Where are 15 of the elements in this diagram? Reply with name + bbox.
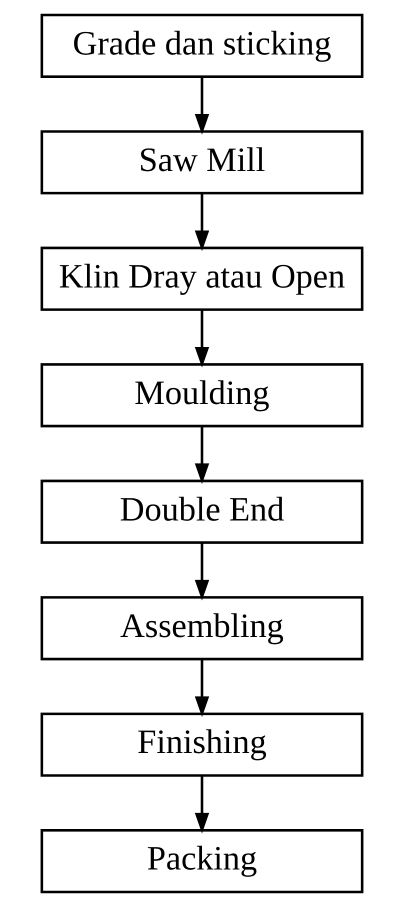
arrow: [194, 77, 210, 135]
node-box: Double End: [40, 480, 364, 544]
node-box: Assembling: [40, 596, 364, 660]
arrow: [194, 426, 210, 484]
node-box: Saw Mill: [40, 130, 364, 194]
arrow: [194, 310, 210, 368]
arrow: [194, 776, 210, 834]
node-box: Packing: [40, 829, 364, 894]
node-box: Finishing: [40, 712, 364, 777]
node-box: Moulding: [40, 363, 364, 428]
arrow: [194, 543, 210, 600]
arrow: [194, 194, 210, 252]
node-box: Grade dan sticking: [40, 14, 364, 78]
arrow: [194, 660, 210, 717]
node-box: Klin Dray atau Open: [40, 246, 364, 311]
